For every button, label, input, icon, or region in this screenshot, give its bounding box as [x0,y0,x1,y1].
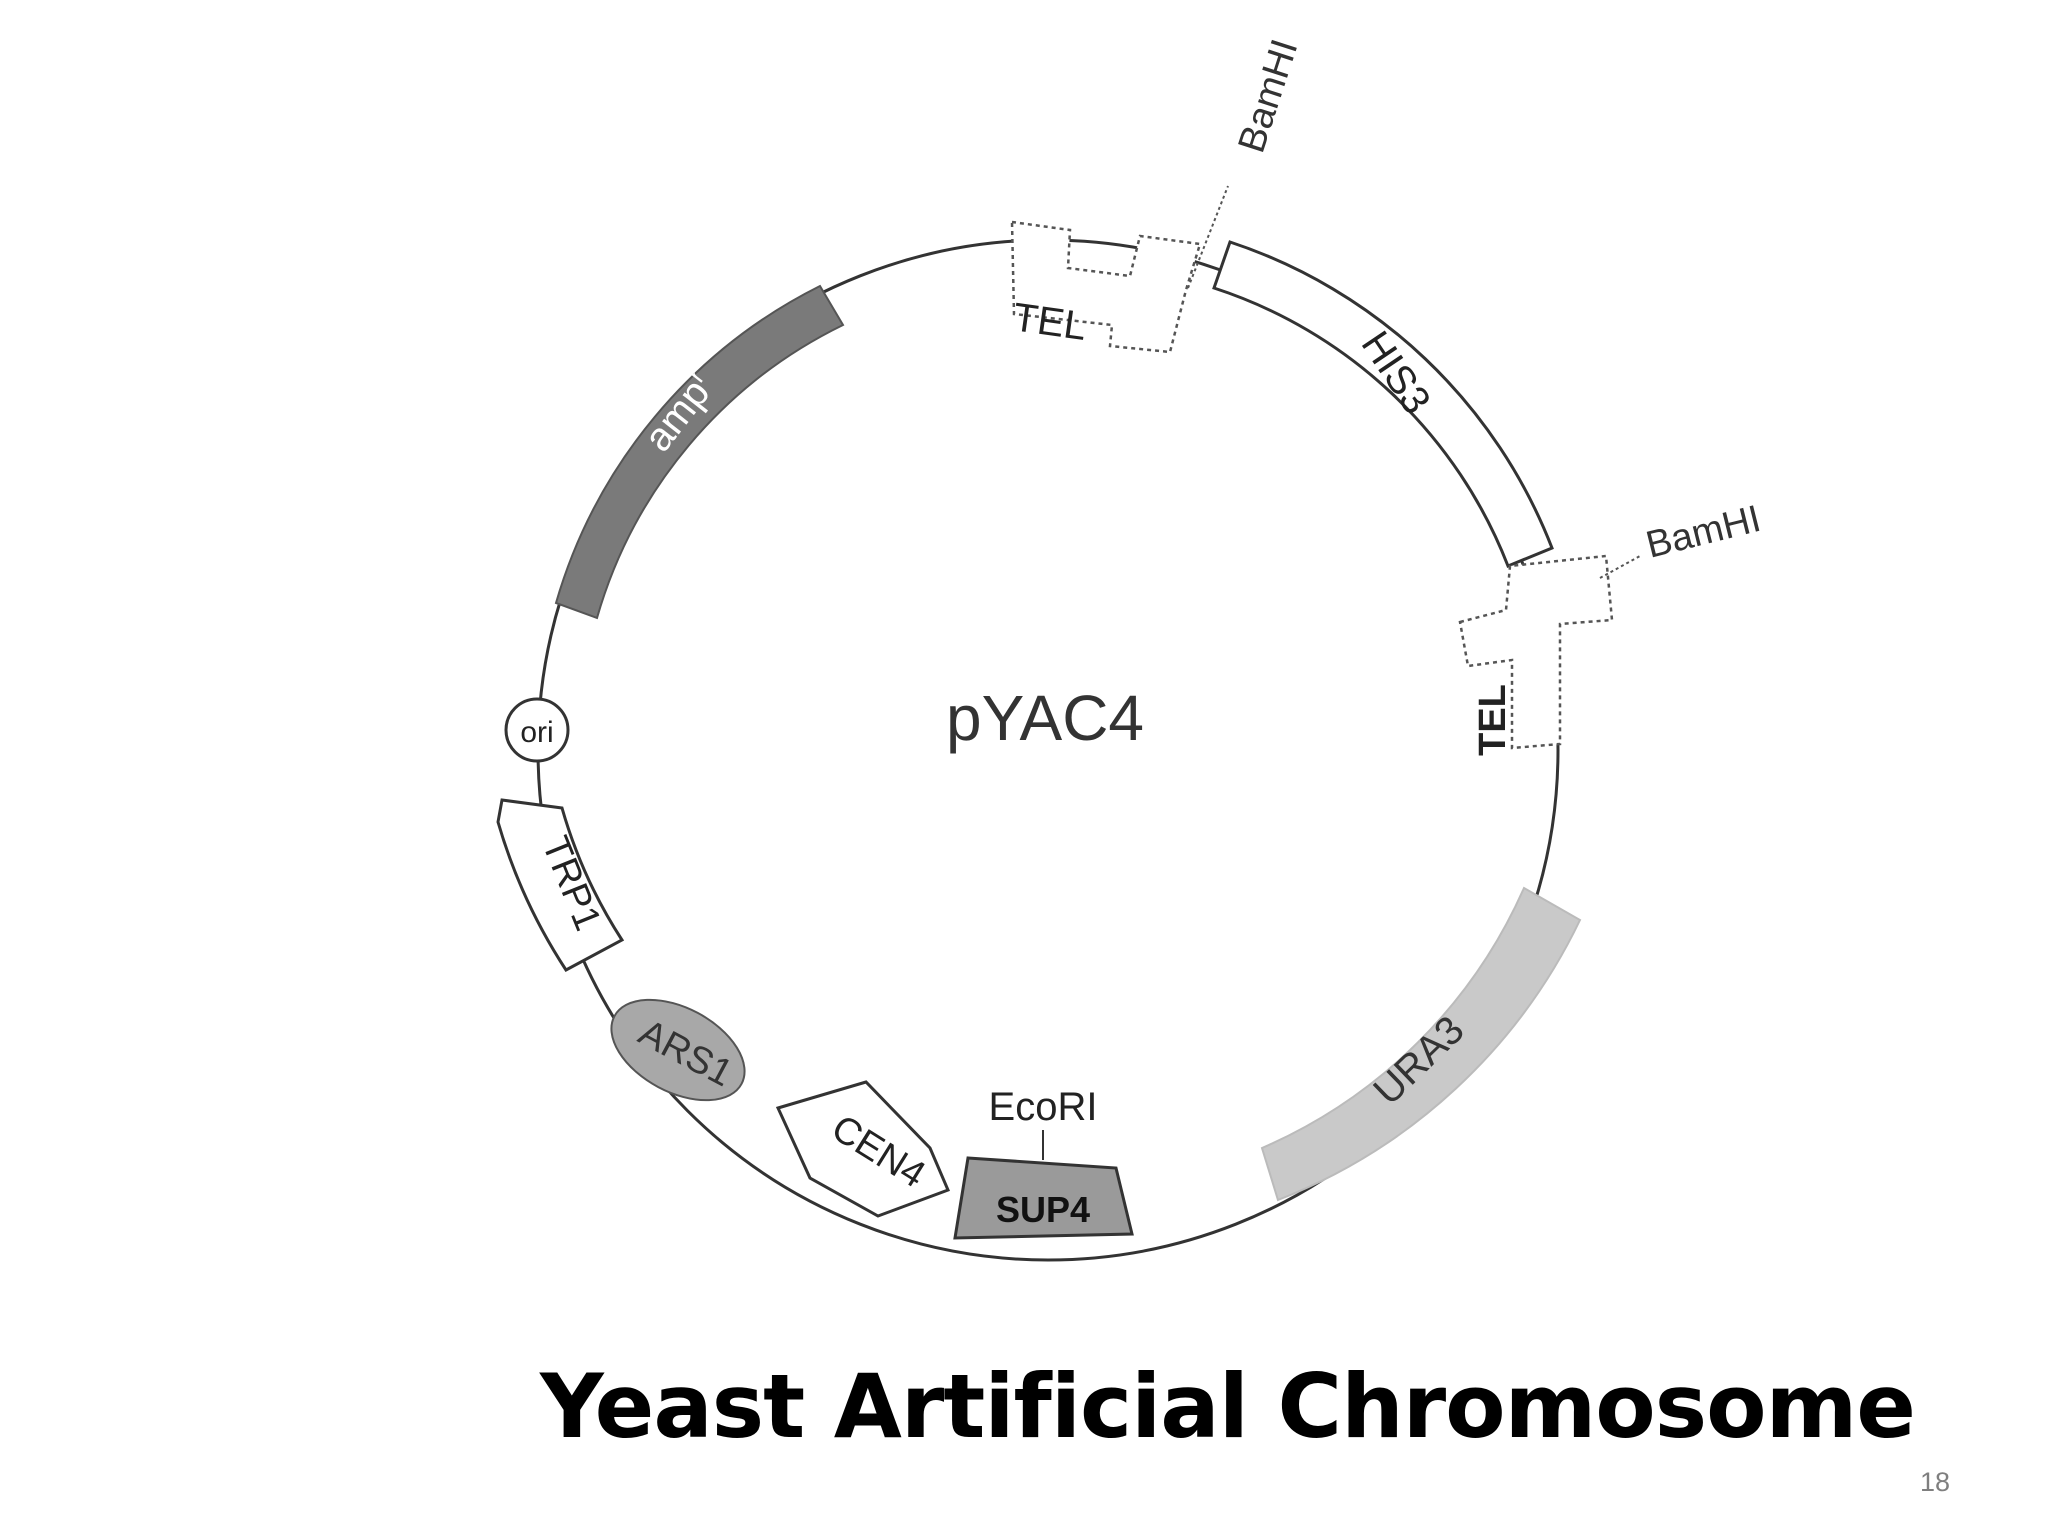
ecori-label: EcoRI [989,1085,1098,1129]
tel-top-segment [1010,220,1202,354]
ori-segment [504,697,570,763]
ura3-segment [1260,886,1582,1202]
bamhi-right-tick [1599,555,1641,579]
ampr-segment [554,284,845,620]
ars1-segment [610,998,746,1102]
trp1-segment [496,798,625,972]
cen4-segment [775,1080,950,1218]
bamhi-top-tick [1187,185,1229,289]
ori-label: ori [520,716,553,749]
bamhi-right-label: BamHI [1642,498,1765,567]
tel-right-segment [1458,554,1614,750]
plasmid-map-diagram: ampr TEL BamHI HIS3 TEL BamHI URA3 SUP4 … [496,34,1765,1262]
sup4-label: SUP4 [996,1189,1090,1230]
tel-top-label: TEL [1010,295,1089,349]
slide-title: Yeast Artificial Chromosome [540,1355,1916,1458]
sup4-segment [953,1156,1134,1240]
his3-segment [1212,240,1554,568]
plasmid-name: pYAC4 [946,682,1144,754]
slide-number: 18 [1919,1467,1950,1497]
bamhi-top-label: BamHI [1231,34,1307,157]
tel-right-label: TEL [1472,684,1514,756]
